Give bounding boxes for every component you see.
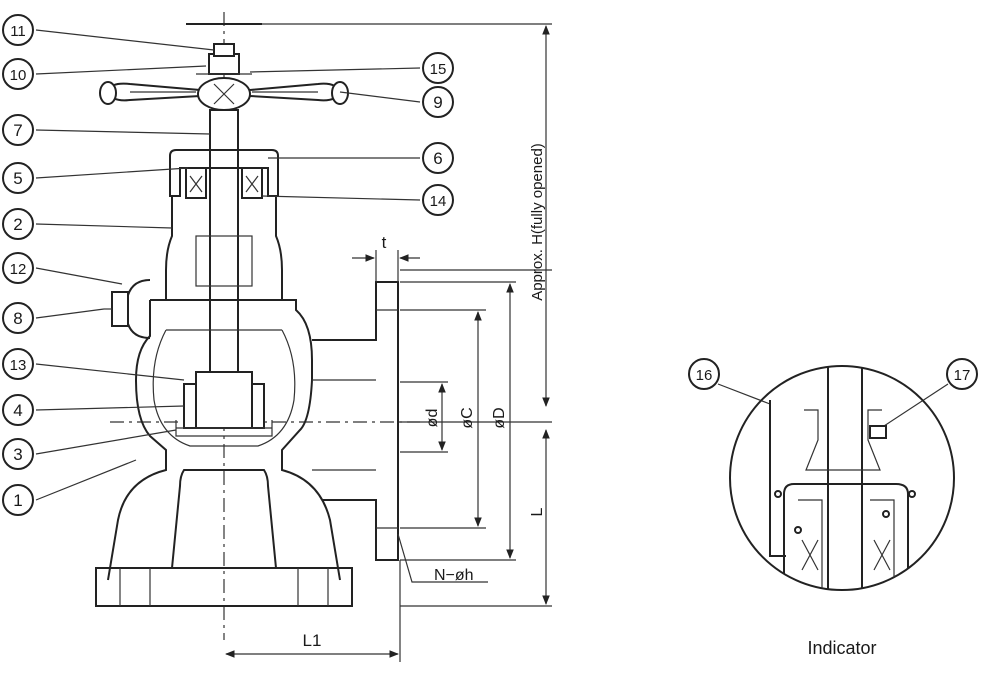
dimension-lines (225, 23, 552, 662)
callout-balloon-3 (2, 438, 34, 470)
callout-leader-16 (717, 383, 771, 405)
callout-label-9: 9 (433, 93, 442, 112)
callout-label-4: 4 (13, 401, 22, 420)
callout-label-3: 3 (13, 445, 22, 464)
callout-leader-1 (35, 459, 137, 501)
callout-label-10: 10 (10, 67, 27, 84)
indicator-detail: Indicator (729, 365, 955, 658)
callout-leader-10 (35, 65, 207, 75)
bonnet (165, 149, 283, 301)
callout-leader-11 (35, 29, 215, 51)
callout-label-14: 14 (430, 193, 447, 210)
outlet-flange (312, 281, 399, 561)
dim-label-d: ød (424, 409, 441, 428)
callout-balloon-15 (422, 52, 454, 84)
dim-label-od: øD (491, 407, 508, 428)
detail-circle (729, 365, 955, 591)
callout-label-17: 17 (954, 367, 971, 384)
callout-label-2: 2 (13, 215, 22, 234)
dim-label-h: Approx. H(fully opened) (529, 143, 546, 301)
callout-leader-5 (35, 167, 189, 179)
side-plug (104, 279, 151, 339)
callout-balloon-9 (422, 86, 454, 118)
callout-balloon-12 (2, 252, 34, 284)
callout-balloon-14 (422, 184, 454, 216)
dim-label-c: øC (459, 407, 476, 428)
callout-leader-8 (35, 308, 105, 319)
callout-leader-12 (35, 267, 123, 285)
callout-leader-7 (35, 129, 211, 135)
callout-balloon-11 (2, 14, 34, 46)
hand-wheel (99, 77, 349, 111)
callout-label-11: 11 (10, 23, 26, 40)
callout-balloon-4 (2, 394, 34, 426)
callout-balloon-6 (422, 142, 454, 174)
callout-leader-3 (35, 429, 177, 455)
valve-base (95, 567, 353, 607)
callout-label-5: 5 (13, 169, 22, 188)
callout-label-13: 13 (10, 357, 27, 374)
callout-label-6: 6 (433, 149, 442, 168)
callout-label-8: 8 (13, 309, 22, 328)
dim-label-nh: N−øh (434, 567, 474, 584)
callout-leader-14 (261, 195, 421, 201)
callout-label-12: 12 (10, 261, 27, 278)
callout-balloon-5 (2, 162, 34, 194)
callout-balloon-7 (2, 114, 34, 146)
callout-leader-2 (35, 223, 173, 229)
callout-balloon-13 (2, 348, 34, 380)
callout-balloon-16 (688, 358, 720, 390)
callout-balloon-1 (2, 484, 34, 516)
dimension-labels: t ød øC øD Approx. H(fully opened) L L1 … (303, 143, 546, 650)
stem (209, 109, 239, 381)
callout-label-16: 16 (696, 367, 713, 384)
callout-leader-13 (35, 363, 185, 381)
dim-label-l1: L1 (303, 631, 322, 650)
callout-label-1: 1 (13, 491, 22, 510)
dim-label-l: L (529, 507, 546, 516)
detail-caption: Indicator (807, 638, 876, 658)
callout-label-15: 15 (430, 61, 447, 78)
callout-balloon-8 (2, 302, 34, 334)
dim-label-t: t (382, 233, 387, 252)
dim-nh-leader (397, 533, 488, 583)
callout-leader-17 (883, 383, 949, 427)
callout-leader-4 (35, 405, 185, 411)
callout-label-7: 7 (13, 121, 22, 140)
callout-balloon-2 (2, 208, 34, 240)
callout-leader-15 (249, 67, 421, 73)
callout-leader-9 (339, 91, 421, 103)
callout-balloon-17 (946, 358, 978, 390)
callout-balloon-10 (2, 58, 34, 90)
part-callouts: 11 10 7 5 2 12 8 13 4 3 1 15 9 6 14 16 17 (2, 14, 978, 516)
valve-section-view (95, 12, 420, 640)
